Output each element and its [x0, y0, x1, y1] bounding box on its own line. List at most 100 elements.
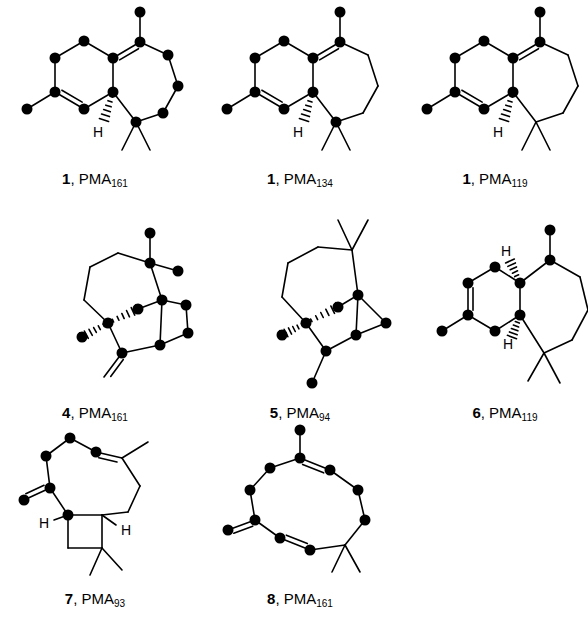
carbon-dot: [19, 495, 30, 506]
bond-line: [160, 300, 162, 345]
carbon-dot: [308, 53, 319, 64]
double-bond-line: [262, 90, 282, 102]
compound-number: 5: [270, 404, 278, 421]
double-bond-line: [62, 90, 82, 102]
carbon-dot: [515, 278, 526, 289]
hashed-bond: [510, 267, 516, 270]
carbon-dot: [295, 453, 306, 464]
hashed-bond: [98, 326, 100, 330]
hashed-bond: [506, 105, 511, 107]
hashed-bond: [326, 309, 329, 315]
carbon-dot: [490, 262, 501, 273]
bond-line: [528, 353, 544, 381]
carbon-dot: [325, 465, 336, 476]
hashed-bond: [297, 325, 299, 329]
bond-line: [102, 548, 122, 570]
caption-subscript: 119: [512, 178, 528, 189]
carbon-dot: [223, 525, 234, 536]
double-bond-line: [99, 458, 117, 462]
carbon-dot: [183, 328, 194, 339]
carbon-dot: [295, 425, 306, 436]
hashed-bond: [108, 101, 112, 102]
caption-subscript: 134: [316, 178, 333, 189]
carbon-dot: [158, 108, 169, 119]
carbon-dot: [545, 225, 556, 236]
carbon-dot: [79, 104, 90, 115]
compound-caption: 5, PMA94: [270, 405, 330, 420]
carbon-dot: [479, 36, 490, 47]
compound-caption: 7, PMA93: [65, 591, 125, 606]
hashed-bond: [509, 332, 517, 335]
compound-caption: 8, PMA161: [267, 591, 333, 606]
caption-text: , PMA: [70, 404, 111, 421]
bond-line: [84, 267, 90, 300]
compound-caption: 1, PMA161: [62, 171, 128, 186]
caption-subscript: 161: [111, 412, 128, 423]
caption-subscript: 119: [522, 412, 538, 423]
carbon-dot: [245, 485, 256, 496]
carbon-dot: [45, 483, 56, 494]
carbon-dot: [250, 87, 261, 98]
carbon-dot: [155, 340, 166, 351]
hashed-bond: [102, 114, 110, 117]
carbon-dot: [41, 451, 52, 462]
carbon-dot: [135, 7, 146, 18]
bond-line: [520, 260, 550, 283]
hashed-bond: [511, 328, 518, 330]
bond-line: [122, 442, 148, 458]
carbon-dot: [508, 53, 519, 64]
carbon-dot: [50, 53, 61, 64]
carbon-dot: [22, 104, 33, 115]
carbon-dot: [463, 310, 474, 321]
compound-caption: 6, PMA119: [472, 405, 537, 420]
carbon-dot: [535, 7, 546, 18]
caption-text: , PMA: [70, 170, 111, 187]
caption-text: , PMA: [471, 170, 512, 187]
atom-label: H: [39, 516, 49, 530]
carbon-dot: [65, 433, 76, 444]
carbon-dot: [145, 258, 156, 269]
double-bond-line: [303, 464, 324, 472]
bond-line: [338, 220, 352, 250]
carbon-dot: [173, 81, 184, 92]
bond-line: [313, 92, 336, 122]
carbon-dot: [50, 87, 61, 98]
carbon-dot: [450, 87, 461, 98]
carbon-dot: [307, 378, 318, 389]
hashed-bond: [104, 110, 111, 112]
carbon-dot: [360, 515, 371, 526]
carbon-dot: [381, 318, 392, 329]
hashed-bond: [513, 325, 518, 327]
bond-line: [90, 548, 102, 575]
carbon-dot: [535, 37, 546, 48]
hashed-bond: [122, 313, 124, 318]
bond-line: [282, 263, 288, 297]
hashed-bond: [321, 312, 324, 317]
bond-line: [68, 547, 102, 549]
double-bond-line: [111, 360, 124, 377]
carbon-dot: [133, 304, 144, 315]
carbon-dot: [301, 318, 312, 329]
bond-line: [345, 545, 360, 572]
hashed-bond: [512, 271, 517, 273]
bond-line: [352, 220, 368, 250]
carbon-dot: [108, 87, 119, 98]
compound-number: 1: [267, 170, 275, 187]
hashed-bond: [502, 114, 510, 117]
carbon-dot: [450, 53, 461, 64]
carbon-dot: [265, 463, 276, 474]
bond-line: [544, 353, 560, 383]
carbon-dot: [308, 87, 319, 98]
hashed-bond: [506, 259, 515, 263]
carbon-dot: [250, 515, 261, 526]
caption-subscript: 94: [319, 412, 330, 423]
bond-line: [90, 253, 118, 267]
carbon-dot: [335, 37, 346, 48]
carbon-dot: [222, 104, 233, 115]
bond-line: [513, 92, 536, 122]
carbon-dot: [279, 104, 290, 115]
carbon-dot: [508, 87, 519, 98]
bond-line: [352, 250, 358, 295]
atom-label: H: [293, 125, 303, 139]
carbon-dot: [275, 533, 286, 544]
